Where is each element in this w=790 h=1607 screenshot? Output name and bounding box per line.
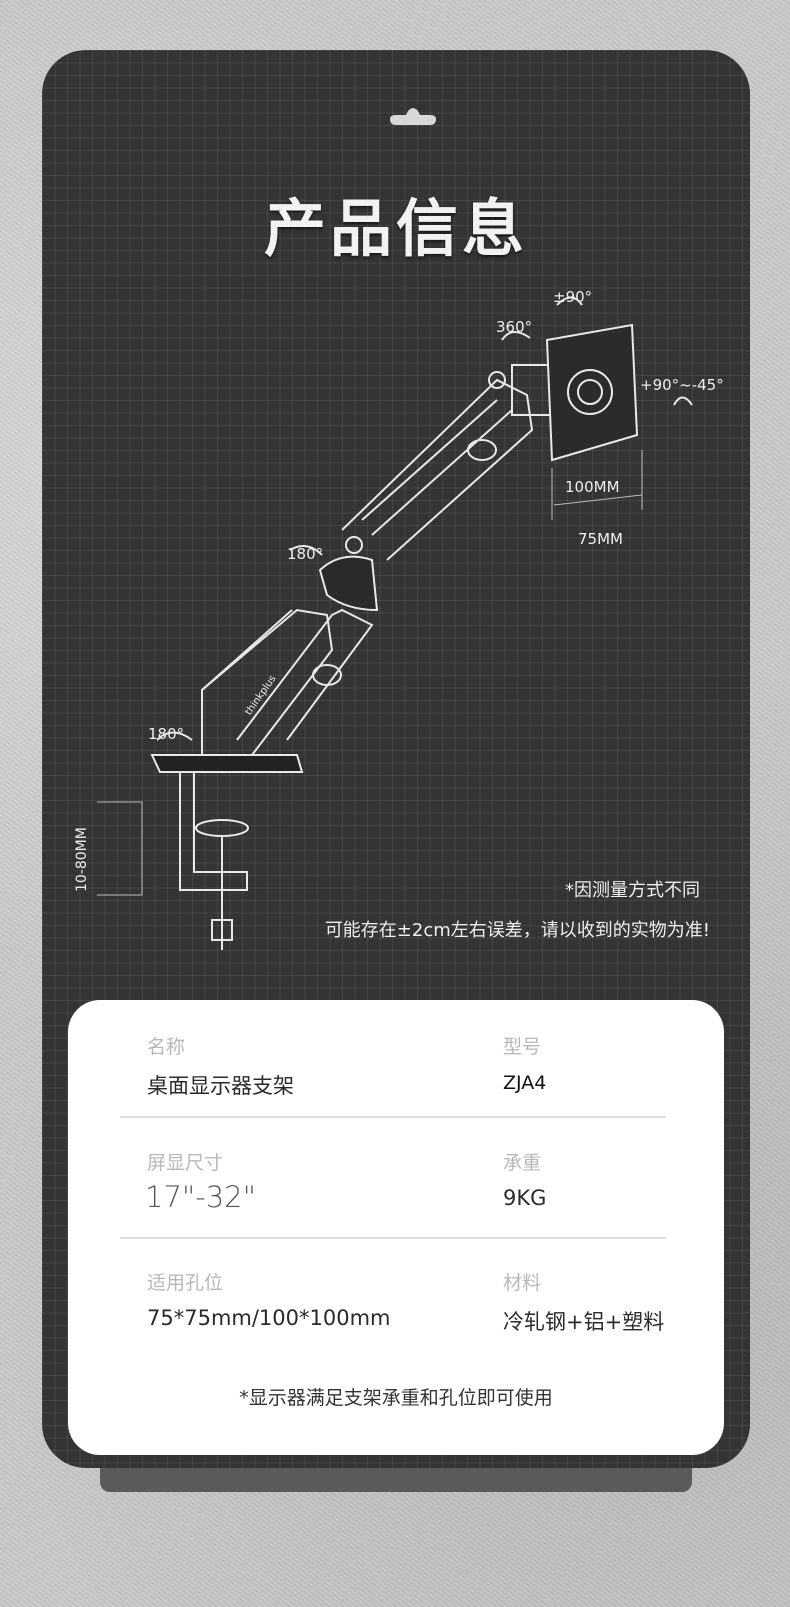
spec-value-screen-size: 17"-32" — [145, 1180, 256, 1214]
monitor-arm-illustration — [97, 296, 693, 950]
tilt-label: +90°~-45° — [640, 376, 724, 394]
spec-value-name: 桌面显示器支架 — [147, 1074, 294, 1098]
rotation-head-label: 360° — [496, 318, 533, 336]
spec-label-model: 型号 — [503, 1036, 542, 1058]
product-info-card: 产品信息 — [42, 50, 750, 1468]
page-title: 产品信息 — [263, 192, 528, 265]
spec-value-model: ZJA4 — [503, 1072, 547, 1094]
divider — [120, 1116, 666, 1118]
rotation-base-label: 180° — [148, 725, 185, 743]
spec-label-vesa: 适用孔位 — [147, 1272, 224, 1294]
spec-label-load: 承重 — [503, 1152, 542, 1174]
spec-label-material: 材料 — [503, 1272, 542, 1294]
hanger-slot-icon — [390, 108, 436, 125]
spec-label-name: 名称 — [147, 1036, 186, 1058]
clamp-range-label: 10-80MM — [74, 827, 90, 892]
footnote: *显示器满足支架承重和孔位即可使用 — [239, 1387, 553, 1409]
spec-value-vesa: 75*75mm/100*100mm — [147, 1306, 391, 1330]
spec-label-screen-size: 屏显尺寸 — [147, 1152, 224, 1174]
rotation-top-label: ±90° — [553, 288, 593, 306]
spec-value-material: 冷轧钢+铝+塑料 — [503, 1310, 665, 1334]
rotation-elbow-label: 180° — [287, 545, 324, 563]
divider — [120, 1237, 666, 1239]
vesa-horizontal-label: 100MM — [565, 478, 620, 496]
spec-table: 名称 桌面显示器支架 型号 ZJA4 屏显尺寸 17"-32" 承重 9KG 适… — [68, 1000, 724, 1455]
vesa-vertical-label: 75MM — [578, 530, 623, 548]
tolerance-note: 可能存在±2cm左右误差，请以收到的实物为准! — [324, 920, 710, 941]
measurement-note: *因测量方式不同 — [565, 880, 700, 901]
spec-value-load: 9KG — [503, 1186, 547, 1210]
